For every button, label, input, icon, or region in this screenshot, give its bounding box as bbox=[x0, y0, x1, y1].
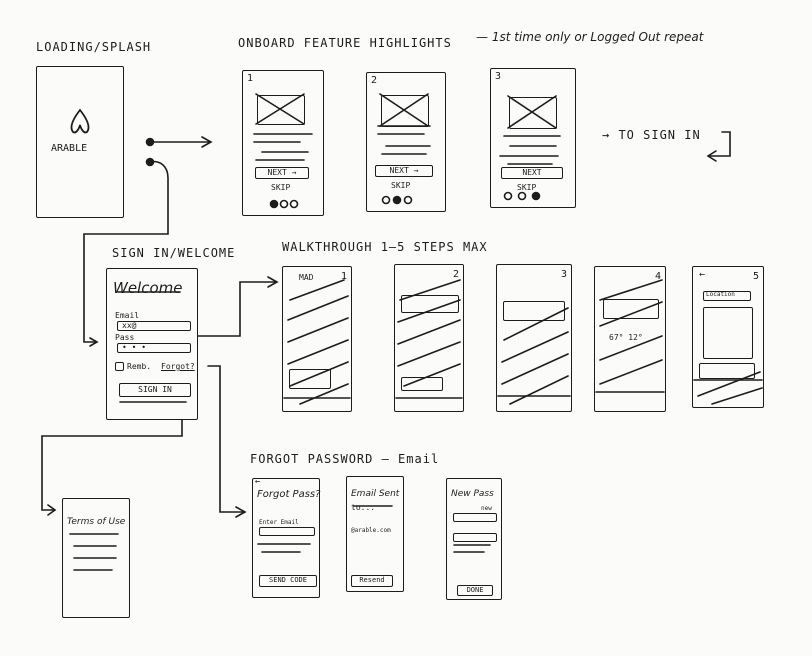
location-field: Location bbox=[703, 291, 751, 301]
onboard-screen-1: 1 NEXT → SKIP bbox=[242, 70, 324, 216]
email-sent-to: to... bbox=[351, 503, 376, 512]
new-label: new bbox=[481, 505, 492, 512]
back-arrow-icon[interactable]: ← bbox=[699, 269, 706, 280]
skip-link[interactable]: SKIP bbox=[271, 183, 291, 192]
email-value: xx@ bbox=[122, 321, 137, 330]
temperature-readout: 67° 12° bbox=[609, 333, 643, 342]
email-field[interactable] bbox=[259, 527, 315, 536]
walkthrough-screen-3: 3 bbox=[496, 264, 572, 412]
sign-in-button[interactable]: SIGN IN bbox=[119, 383, 191, 397]
enter-email-label: Enter Email bbox=[259, 519, 299, 526]
to-sign-in-note: → TO SIGN IN bbox=[602, 128, 701, 142]
title-walkthrough: WALKTHROUGH 1–5 STEPS MAX bbox=[282, 240, 488, 254]
back-arrow-icon[interactable]: ← bbox=[255, 477, 261, 487]
walkthrough-screen-4: 4 67° 12° bbox=[594, 266, 666, 412]
walkthrough-tag: MAD bbox=[299, 273, 314, 282]
email-label: Email bbox=[115, 311, 140, 320]
forgot-title: Forgot Pass? bbox=[257, 489, 321, 500]
onboard-number: 3 bbox=[495, 71, 502, 82]
tooltip-box bbox=[703, 307, 753, 359]
resend-button[interactable]: Resend bbox=[351, 575, 393, 587]
done-button[interactable]: DONE bbox=[457, 585, 493, 596]
tooltip-box bbox=[401, 295, 459, 313]
pass-label: Pass bbox=[115, 333, 135, 342]
forgot-screen: ← Forgot Pass? Enter Email SEND CODE bbox=[252, 477, 321, 598]
tooltip-box bbox=[699, 363, 755, 379]
onboard-number: 2 bbox=[371, 75, 378, 86]
terms-title: Terms of Use bbox=[67, 517, 126, 527]
next-button[interactable]: NEXT → bbox=[255, 167, 309, 179]
onboard-number: 1 bbox=[247, 73, 254, 84]
remember-checkbox[interactable] bbox=[115, 362, 124, 371]
skip-link[interactable]: SKIP bbox=[517, 183, 537, 192]
skip-link[interactable]: SKIP bbox=[391, 181, 411, 190]
walkthrough-screen-2: 2 bbox=[394, 264, 464, 412]
welcome-heading: Welcome bbox=[113, 279, 183, 297]
splash-logo-text: ARABLE bbox=[51, 143, 88, 154]
password-value: • • • bbox=[122, 343, 147, 352]
welcome-screen: Welcome Email xx@ Pass • • • Remb. Forgo… bbox=[106, 268, 198, 420]
walkthrough-number: 5 bbox=[753, 271, 760, 282]
arable-logo-icon bbox=[70, 108, 90, 134]
confirm-password-field[interactable] bbox=[453, 533, 497, 542]
walkthrough-screen-5: ← 5 Location bbox=[692, 266, 764, 408]
onboard-screen-2: 2 NEXT → SKIP bbox=[366, 72, 446, 212]
title-sign-in: SIGN IN/WELCOME bbox=[112, 246, 236, 260]
new-pass-screen: New Pass new DONE bbox=[446, 478, 502, 600]
next-button[interactable]: NEXT bbox=[501, 167, 563, 179]
onboard-note: — 1st time only or Logged Out repeat bbox=[476, 30, 704, 44]
title-onboard: ONBOARD FEATURE HIGHLIGHTS bbox=[238, 36, 452, 50]
remember-label: Remb. bbox=[127, 362, 152, 371]
title-loading-splash: LOADING/SPLASH bbox=[36, 40, 152, 54]
title-forgot: FORGOT PASSWORD – Email bbox=[250, 452, 440, 466]
password-field[interactable]: • • • bbox=[117, 343, 191, 353]
email-sent-address: @arable.com bbox=[351, 527, 391, 534]
walkthrough-number: 4 bbox=[655, 271, 662, 282]
email-field[interactable]: xx@ bbox=[117, 321, 191, 331]
next-button[interactable]: NEXT → bbox=[375, 165, 433, 177]
new-password-field[interactable] bbox=[453, 513, 497, 522]
image-placeholder-icon bbox=[381, 95, 429, 127]
tooltip-box bbox=[603, 299, 659, 319]
walkthrough-number: 2 bbox=[453, 269, 460, 280]
forgot-link[interactable]: Forgot? bbox=[161, 362, 195, 371]
terms-screen: Terms of Use bbox=[62, 498, 130, 618]
tooltip-box bbox=[503, 301, 565, 321]
image-placeholder-icon bbox=[509, 97, 557, 129]
send-code-button[interactable]: SEND CODE bbox=[259, 575, 317, 587]
onboard-screen-3: 3 NEXT SKIP bbox=[490, 68, 576, 208]
image-placeholder-icon bbox=[257, 95, 305, 125]
email-sent-screen: Email Sent to... @arable.com Resend bbox=[346, 476, 404, 592]
tooltip-box bbox=[401, 377, 443, 391]
tooltip-box bbox=[289, 369, 331, 389]
email-sent-title: Email Sent bbox=[351, 489, 400, 499]
walkthrough-number: 1 bbox=[341, 271, 348, 282]
location-label: Location bbox=[706, 291, 735, 298]
walkthrough-number: 3 bbox=[561, 269, 568, 280]
splash-screen: ARABLE bbox=[36, 66, 124, 218]
new-pass-title: New Pass bbox=[451, 489, 494, 499]
walkthrough-screen-1: MAD 1 bbox=[282, 266, 352, 412]
